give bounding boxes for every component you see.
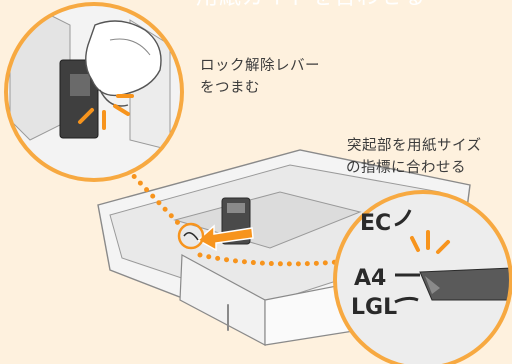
size-mark-lec: EC [360,211,392,236]
page-title: 用紙ガイドを合わせる [196,0,426,9]
connector-left [125,167,183,228]
arrow-icon [196,224,254,252]
pinch-hand-icon [85,20,162,97]
size-mark-a4: A4 [354,266,387,291]
burst-icon [410,230,450,254]
callout-lock-line1: ロック解除レバー [200,58,320,74]
zoom-size-indicator [333,190,512,364]
connector-right [197,252,341,267]
guide-slot [227,203,245,213]
burst-icon [78,94,134,130]
lever-marker [177,222,205,250]
zoom-lock-lever [4,2,184,182]
size-mark-lgl: LGL [351,295,398,320]
callout-lock-line2: をつまむ [200,80,260,96]
callout-slot-line1: 突起部を用紙サイズ [347,138,482,154]
callout-slot-line2: の指標に合わせる [346,160,466,176]
